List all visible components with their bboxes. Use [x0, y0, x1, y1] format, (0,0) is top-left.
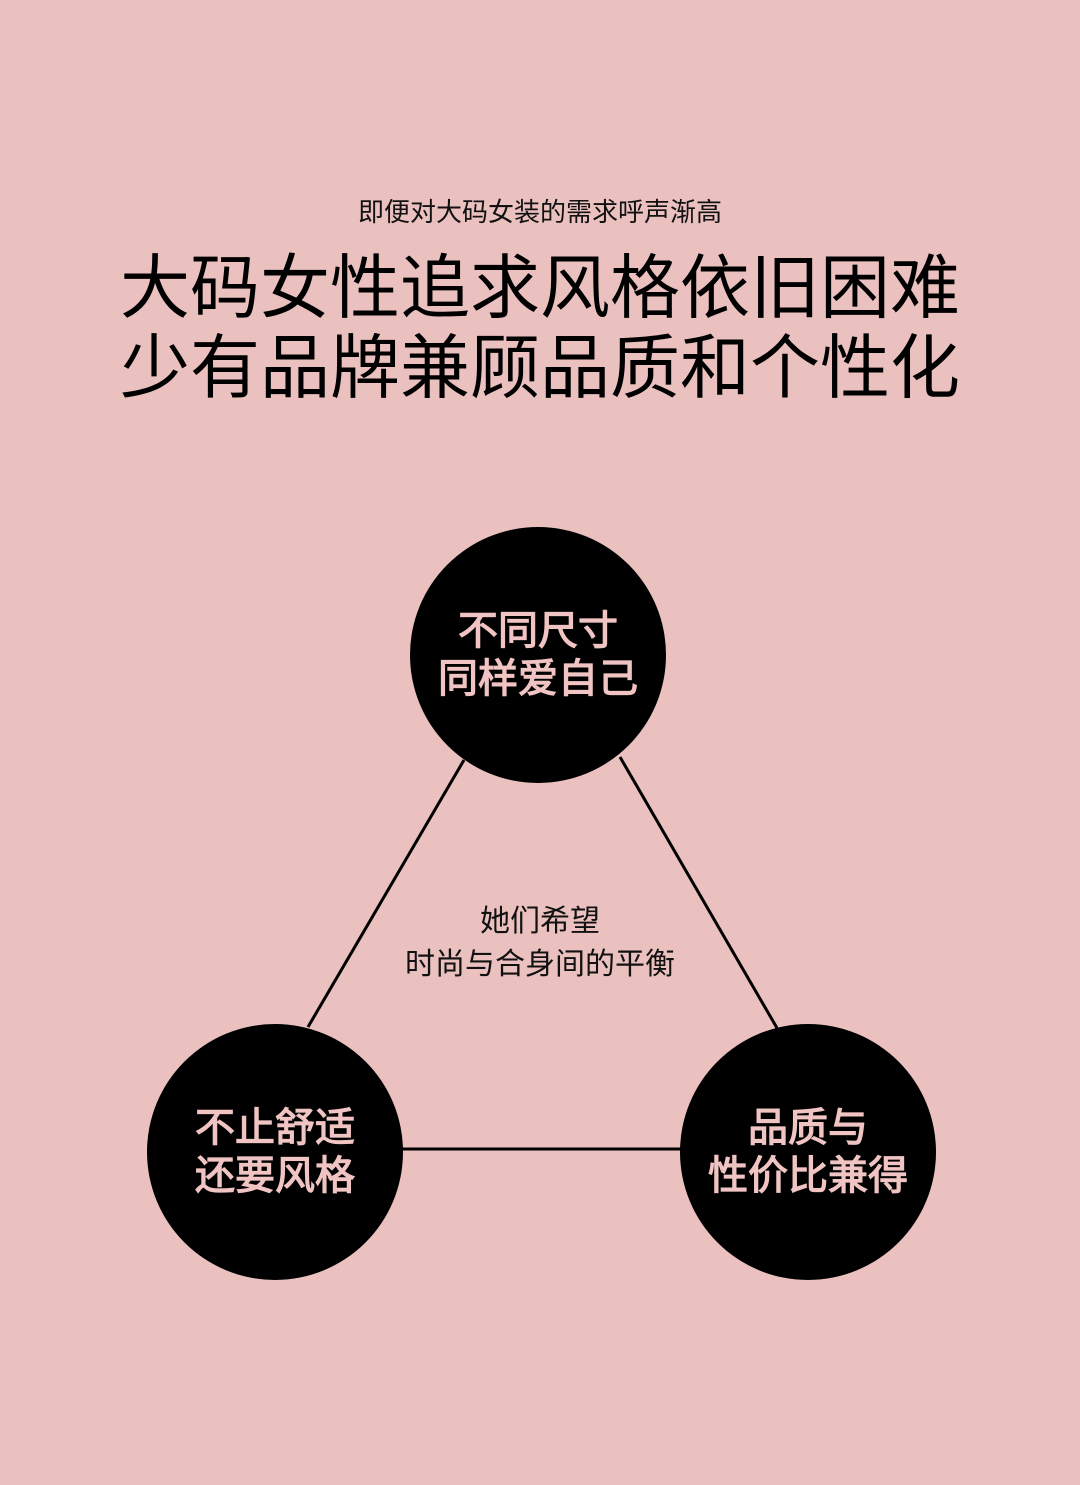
center-line-1: 她们希望	[480, 904, 600, 939]
node-top-line-2: 同样爱自己	[438, 655, 638, 702]
node-left-line-2: 还要风格	[195, 1152, 355, 1199]
node-left-line-1: 不止舒适	[195, 1104, 355, 1151]
subtitle: 即便对大码女装的需求呼声渐高	[357, 198, 722, 228]
node-right-line-1: 品质与	[748, 1104, 868, 1151]
node-right: 品质与 性价比兼得	[680, 1024, 936, 1280]
center-line-2: 时尚与合身间的平衡	[405, 947, 675, 982]
node-top: 不同尺寸 同样爱自己	[410, 527, 666, 783]
title-line-2: 少有品牌兼顾品质和个性化	[120, 327, 960, 409]
title-line-1: 大码女性追求风格依旧困难	[120, 247, 960, 329]
connector-top-left	[306, 759, 466, 1028]
page-title: 大码女性追求风格依旧困难 少有品牌兼顾品质和个性化	[0, 248, 1080, 408]
connector-top-right	[618, 756, 779, 1029]
node-right-line-2: 性价比兼得	[708, 1152, 908, 1199]
center-text: 她们希望 时尚与合身间的平衡	[0, 900, 1080, 986]
node-top-line-1: 不同尺寸	[458, 607, 618, 654]
node-left: 不止舒适 还要风格	[147, 1024, 403, 1280]
